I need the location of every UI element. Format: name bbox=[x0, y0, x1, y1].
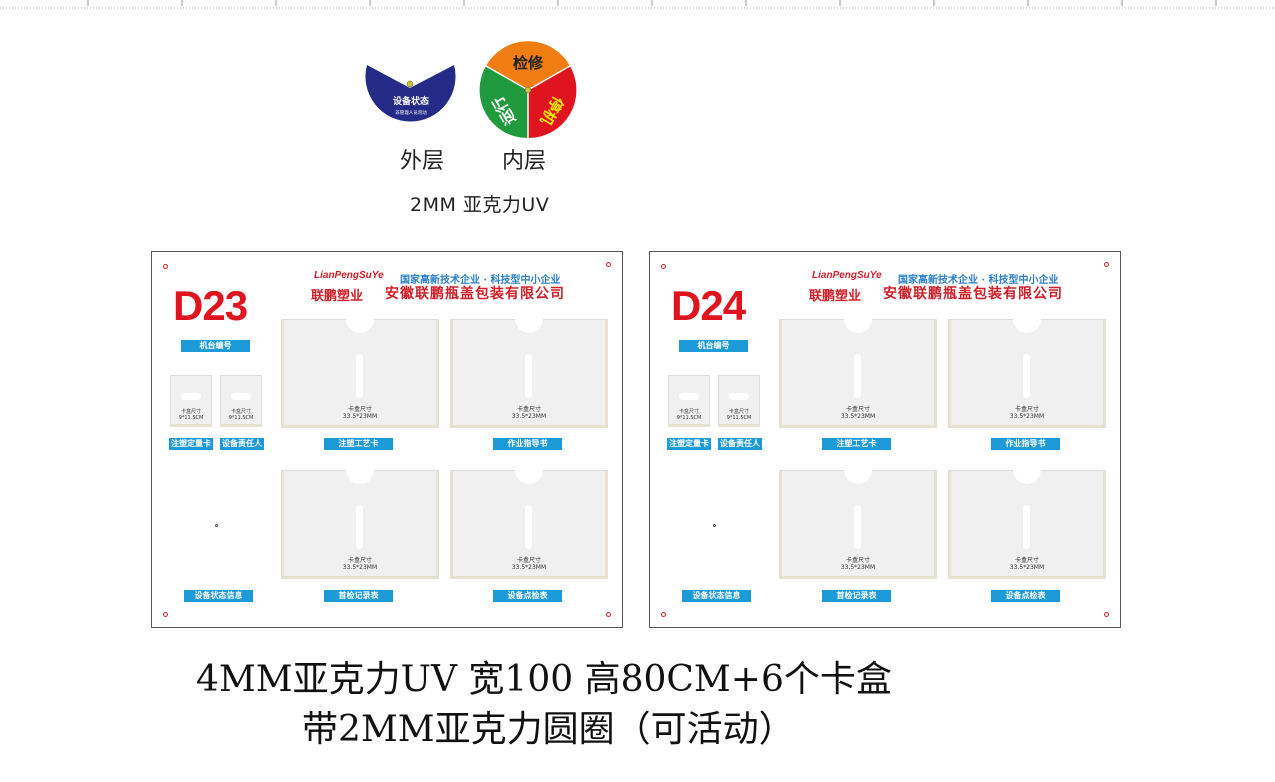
outer-dial-subtitle: 非管理人员勿动 bbox=[395, 109, 427, 116]
outer-dial-title: 设备状态 bbox=[393, 95, 429, 107]
machine-code: D23 bbox=[173, 282, 248, 329]
company-slogan: 国家高新技术企业 · 科技型中小企业 bbox=[898, 275, 1059, 286]
equipment-owner-tag: 设备责任人 bbox=[718, 438, 762, 450]
spec-line-2: 带2MM亚克力圆圈（可活动） bbox=[302, 709, 795, 750]
status-dial-pivot bbox=[713, 524, 716, 527]
injection-quota-card-tag: 注塑定量卡 bbox=[667, 438, 711, 450]
screw-hole bbox=[163, 612, 168, 617]
brand-en-logo: LianPengSuYe bbox=[314, 270, 384, 281]
equipment-check-tag: 设备点检表 bbox=[493, 590, 562, 602]
brand-en-logo: LianPengSuYe bbox=[812, 270, 882, 281]
screw-hole bbox=[1104, 612, 1109, 617]
top-ruler bbox=[0, 0, 1275, 9]
equipment-check-tag: 设备点检表 bbox=[991, 590, 1060, 602]
board-d23: D23 LianPengSuYe 联鹏塑业 国家高新技术企业 · 科技型中小企业… bbox=[151, 251, 623, 628]
inner-layer-label: 内层 bbox=[502, 149, 547, 174]
first-inspection-tag: 首检记录表 bbox=[822, 590, 891, 602]
screw-hole bbox=[661, 264, 666, 269]
machine-number-tag: 机台编号 bbox=[679, 340, 748, 352]
screw-hole bbox=[606, 262, 611, 267]
company-name: 安徽联鹏瓶盖包装有限公司 bbox=[385, 286, 565, 302]
board-d24: D24 LianPengSuYe 联鹏塑业 国家高新技术企业 · 科技型中小企业… bbox=[649, 251, 1121, 628]
company-slogan: 国家高新技术企业 · 科技型中小企业 bbox=[400, 275, 561, 286]
brand-cn-logo: 联鹏塑业 bbox=[311, 289, 364, 304]
process-card-tag: 注塑工艺卡 bbox=[822, 438, 891, 450]
inner-dial-segment-maintenance: 检修 bbox=[513, 54, 544, 72]
machine-code: D24 bbox=[671, 282, 746, 329]
equipment-owner-tag: 设备责任人 bbox=[220, 438, 264, 450]
brand-cn-logo: 联鹏塑业 bbox=[809, 289, 862, 304]
injection-quota-card-tag: 注塑定量卡 bbox=[169, 438, 213, 450]
screw-hole bbox=[163, 264, 168, 269]
material-note: 2MM 亚克力UV bbox=[410, 194, 550, 216]
equipment-status-tag: 设备状态信息 bbox=[682, 590, 751, 602]
equipment-status-tag: 设备状态信息 bbox=[184, 590, 253, 602]
process-card-tag: 注塑工艺卡 bbox=[324, 438, 393, 450]
spec-line-1: 4MM亚克力UV 宽100 高80CM+6个卡盒 bbox=[196, 659, 892, 700]
machine-number-tag: 机台编号 bbox=[181, 340, 250, 352]
screw-hole bbox=[1104, 262, 1109, 267]
outer-layer-label: 外层 bbox=[400, 149, 445, 174]
status-dial-pivot bbox=[215, 524, 218, 527]
company-name: 安徽联鹏瓶盖包装有限公司 bbox=[883, 286, 1063, 302]
work-instruction-tag: 作业指导书 bbox=[991, 438, 1060, 450]
screw-hole bbox=[606, 612, 611, 617]
inner-dial: 检修 停机 运行 bbox=[479, 41, 577, 139]
first-inspection-tag: 首检记录表 bbox=[324, 590, 393, 602]
work-instruction-tag: 作业指导书 bbox=[493, 438, 562, 450]
outer-dial: 设备状态 非管理人员勿动 bbox=[365, 65, 456, 122]
screw-hole bbox=[661, 612, 666, 617]
